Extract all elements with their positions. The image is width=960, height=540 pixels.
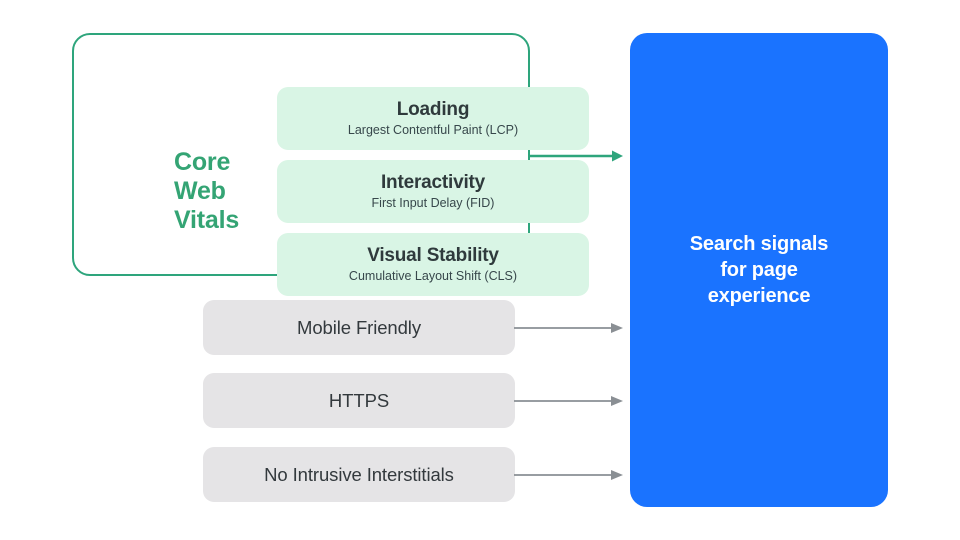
vital-card-interactivity[interactable]: Interactivity First Input Delay (FID): [277, 160, 589, 223]
core-web-vitals-label: Core Web Vitals: [174, 148, 240, 234]
arrow-green-core-web-vitals: [528, 150, 623, 162]
signal-box-label: No Intrusive Interstitials: [264, 463, 454, 485]
vital-card-title: Visual Stability: [367, 245, 499, 266]
arrow-grey-no-intrusive-interstitials: [514, 470, 623, 480]
search-signals-panel-title: Search signals for page experience: [689, 233, 829, 307]
signal-box-mobile-friendly[interactable]: Mobile Friendly: [203, 300, 515, 355]
signal-box-https[interactable]: HTTPS: [203, 373, 515, 428]
arrow-grey-mobile-friendly: [514, 323, 623, 333]
signal-box-label: HTTPS: [328, 389, 390, 411]
vital-card-title: Interactivity: [380, 172, 486, 193]
vital-card-visual-stability[interactable]: Visual Stability Cumulative Layout Shift…: [277, 233, 589, 296]
vital-card-loading[interactable]: Loading Largest Contentful Paint (LCP): [277, 87, 589, 150]
signal-box-label: Mobile Friendly: [297, 316, 421, 338]
vital-card-subtitle: Largest Contentful Paint (LCP): [347, 123, 519, 137]
core-web-vitals-group: Core Web Vitals Loading Largest Contentf…: [72, 33, 589, 296]
vital-card-subtitle: Cumulative Layout Shift (CLS): [348, 269, 518, 283]
vital-card-title: Loading: [396, 99, 470, 120]
signal-box-no-intrusive-interstitials[interactable]: No Intrusive Interstitials: [203, 447, 515, 502]
search-signals-panel[interactable]: Search signals for page experience: [630, 33, 888, 507]
vital-card-subtitle: First Input Delay (FID): [371, 196, 495, 210]
arrow-grey-https: [514, 396, 623, 406]
